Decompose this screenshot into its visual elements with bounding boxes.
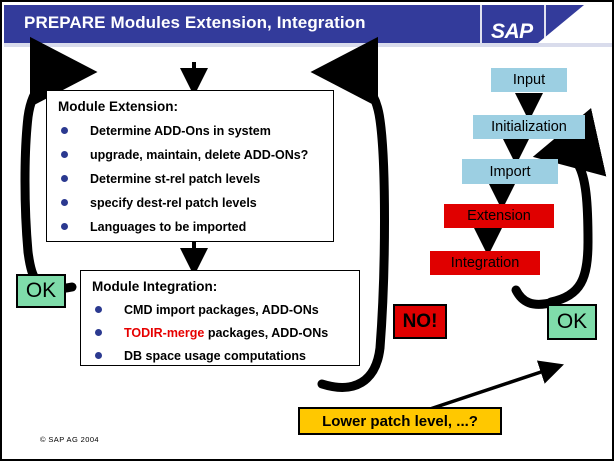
bullet-icon bbox=[61, 175, 68, 183]
flow-step-initialization: Initialization bbox=[473, 115, 585, 139]
status-badge-no: NO! bbox=[393, 304, 447, 339]
bullet-label: Determine ADD-Ons in system bbox=[90, 124, 271, 138]
slide-header: PREPARE Modules Extension, Integration S… bbox=[4, 5, 612, 43]
bullet-label: packages, ADD-ONs bbox=[204, 326, 329, 340]
bullet-label: CMD import packages, ADD-ONs bbox=[124, 303, 319, 317]
bullet-icon bbox=[61, 223, 68, 231]
bullet-icon bbox=[61, 199, 68, 207]
flow-step-import: Import bbox=[462, 159, 558, 184]
module-extension-bullet-4: specify dest-rel patch levels bbox=[61, 196, 257, 210]
flow-step-label: Initialization bbox=[491, 119, 567, 135]
module-integration-title: Module Integration: bbox=[92, 279, 218, 294]
bullet-label: Languages to be imported bbox=[90, 220, 247, 234]
header-underline bbox=[4, 43, 612, 47]
bullet-label: DB space usage computations bbox=[124, 349, 306, 363]
question-badge-lower-patch-level: Lower patch level, ...? bbox=[298, 407, 502, 435]
header-divider-right bbox=[544, 5, 546, 43]
header-diagonal-cut bbox=[538, 5, 612, 43]
status-label: OK bbox=[556, 310, 588, 333]
module-extension-bullet-1: Determine ADD-Ons in system bbox=[61, 124, 271, 138]
status-badge-ok-left: OK bbox=[16, 274, 66, 308]
status-label: OK bbox=[25, 279, 57, 302]
bullet-icon bbox=[61, 127, 68, 135]
flow-step-label: Import bbox=[489, 163, 531, 180]
flow-step-label: Integration bbox=[450, 255, 520, 271]
flow-step-label: Input bbox=[512, 72, 546, 88]
module-integration-bullet-1: CMD import packages, ADD-ONs bbox=[95, 303, 319, 317]
module-integration-panel: Module Integration: CMD import packages,… bbox=[80, 270, 360, 366]
bullet-highlight: TODIR-merge bbox=[124, 326, 205, 340]
page-title: PREPARE Modules Extension, Integration bbox=[24, 13, 366, 32]
sap-logo: SAP bbox=[491, 20, 533, 43]
flow-step-input: Input bbox=[491, 68, 567, 92]
module-extension-bullet-3: Determine st-rel patch levels bbox=[61, 172, 260, 186]
module-integration-bullet-3: DB space usage computations bbox=[95, 349, 306, 363]
flow-step-extension: Extension bbox=[444, 204, 554, 228]
module-extension-bullet-2: upgrade, maintain, delete ADD-ONs? bbox=[61, 148, 308, 162]
bullet-icon bbox=[61, 151, 68, 159]
module-extension-bullet-5: Languages to be imported bbox=[61, 220, 246, 234]
bullet-icon bbox=[95, 352, 102, 360]
flow-step-label: Extension bbox=[467, 208, 531, 224]
bullet-label: specify dest-rel patch levels bbox=[90, 196, 257, 210]
status-badge-ok-right: OK bbox=[547, 304, 597, 340]
module-integration-bullet-2: TODIR-merge packages, ADD-ONs bbox=[95, 326, 328, 340]
module-extension-title: Module Extension: bbox=[58, 99, 179, 114]
header-divider-left bbox=[480, 5, 482, 43]
arrow-question-to-ok bbox=[423, 360, 564, 413]
question-label: Lower patch level, ...? bbox=[322, 412, 478, 430]
bullet-label: Determine st-rel patch levels bbox=[90, 172, 261, 186]
bullet-icon bbox=[95, 306, 102, 314]
copyright-notice: © SAP AG 2004 bbox=[40, 435, 99, 444]
flow-step-integration: Integration bbox=[430, 251, 540, 275]
module-extension-panel: Module Extension: Determine ADD-Ons in s… bbox=[46, 90, 334, 242]
bullet-icon bbox=[95, 329, 102, 337]
bullet-label: upgrade, maintain, delete ADD-ONs? bbox=[90, 148, 309, 162]
status-label: NO! bbox=[402, 310, 438, 332]
